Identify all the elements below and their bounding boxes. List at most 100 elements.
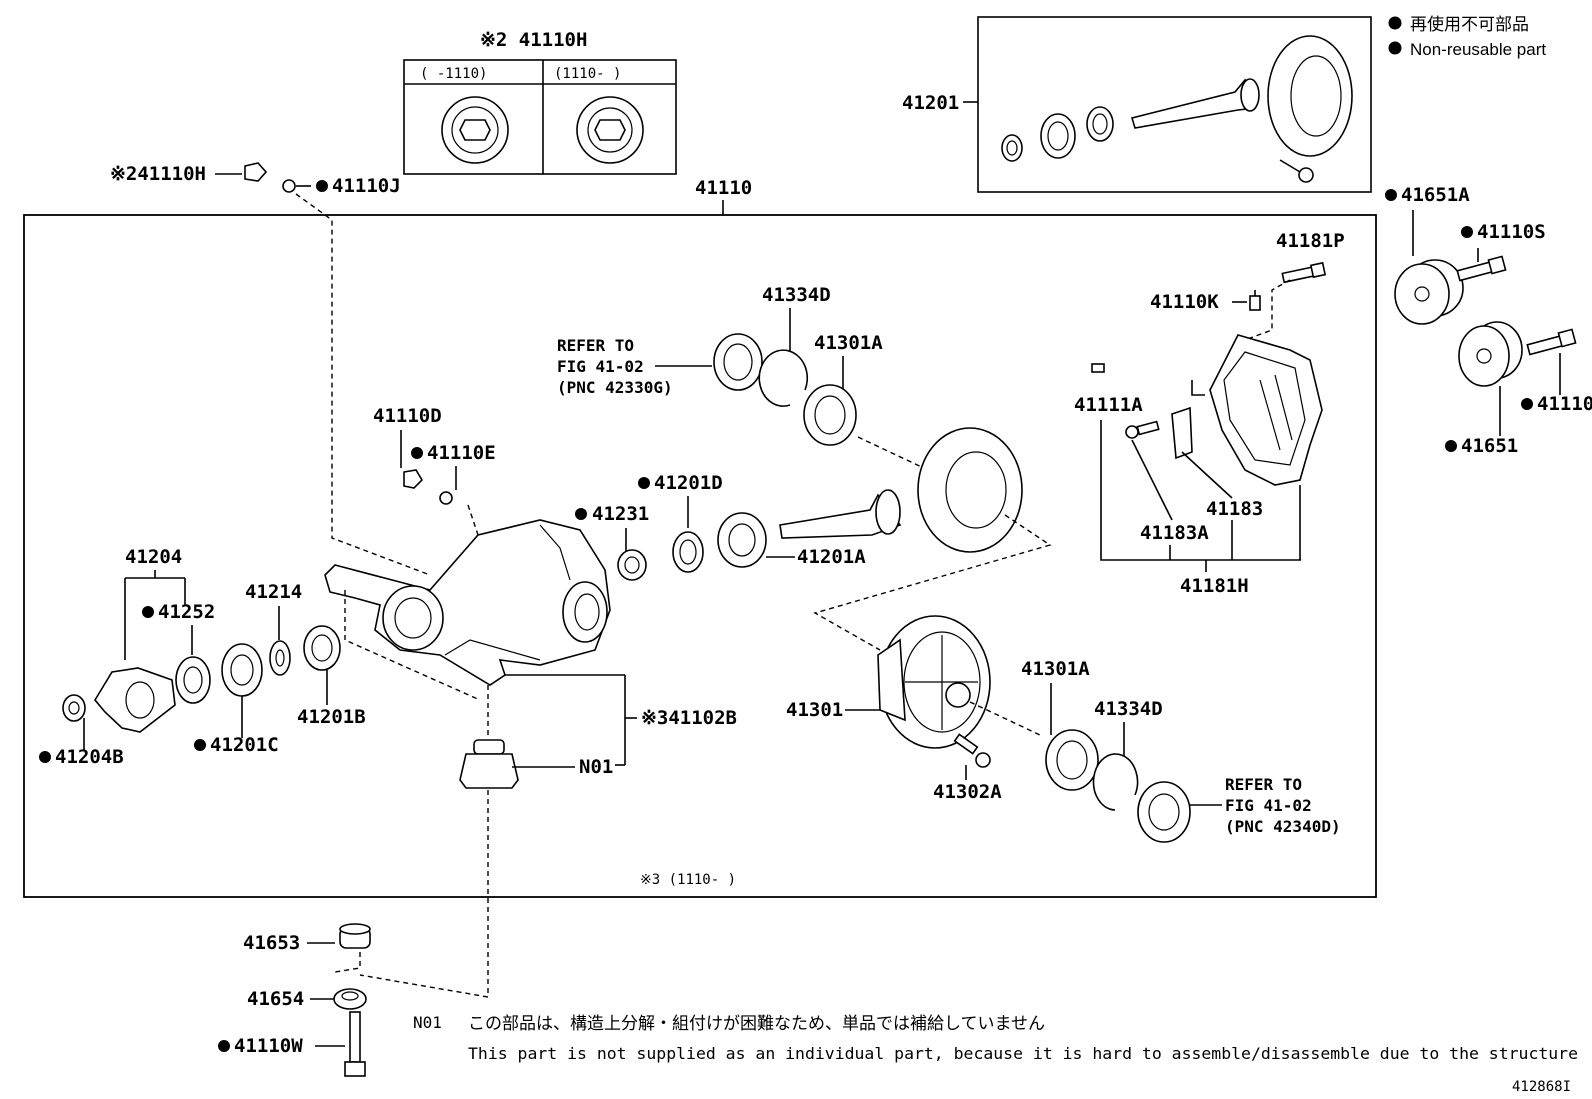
part-label-41102B[interactable]: ※341102B [641, 707, 737, 729]
pinion-shaft-icon [779, 489, 902, 539]
refer-bot-line3: (PNC 42340D) [1225, 817, 1341, 836]
refer-top-line1: REFER TO [557, 336, 634, 355]
assembly-frame [23, 214, 1377, 898]
ring-gear-icon [917, 427, 1023, 553]
plug-41110H-icon [244, 162, 268, 182]
bolt-41110W-icon [344, 1011, 366, 1077]
gasket-41110E-icon [439, 491, 453, 505]
kit-race-icon [1086, 106, 1114, 142]
breather-41110K-icon [1249, 290, 1261, 311]
part-label-41231[interactable]: 41231 [592, 503, 649, 525]
bearing-top-icon [803, 384, 857, 446]
part-label-41252[interactable]: 41252 [158, 601, 215, 623]
part-label-41214[interactable]: 41214 [245, 581, 302, 603]
bolt-41110S-icon [1456, 255, 1507, 282]
nonreusable-dot-icon [316, 180, 328, 192]
seal-41201C-icon [221, 643, 263, 697]
spacer-41201D-icon [672, 531, 704, 573]
part-label-41110E[interactable]: 41110E [427, 442, 496, 464]
kit-pinion-icon [1130, 78, 1260, 129]
part-label-41183A[interactable]: 41183A [1140, 522, 1209, 544]
kit-bearing-icon [1040, 113, 1076, 159]
part-label-41301A-bot[interactable]: 41301A [1021, 658, 1090, 680]
mount-N01-icon [459, 739, 519, 789]
footnote-en: This part is not supplied as an individu… [468, 1044, 1578, 1063]
differential-case-icon [877, 615, 991, 749]
nonreusable-dot-icon [218, 1040, 230, 1052]
part-label-41110W[interactable]: 41110W [234, 1035, 303, 1057]
plug-41111A-icon [1091, 363, 1105, 373]
part-label-41183[interactable]: 41183 [1206, 498, 1263, 520]
nonreusable-dot-icon [638, 477, 650, 489]
snap-ring-top-icon [758, 349, 809, 407]
inset-col1-range: ( -1110) [420, 66, 487, 82]
part-label-41334D-bot[interactable]: 41334D [1094, 698, 1163, 720]
legend-dot-icon [1388, 41, 1402, 55]
kit-ringgear-icon [1267, 35, 1353, 157]
plug-41110D-icon [403, 469, 424, 489]
bolt-41183A-icon [1125, 420, 1160, 439]
gasket-41110J-icon [282, 179, 296, 193]
part-label-N01[interactable]: N01 [579, 756, 613, 778]
part-label-41204B[interactable]: 41204B [55, 746, 124, 768]
part-label-41201C[interactable]: 41201C [210, 734, 279, 756]
part-label-41201D[interactable]: 41201D [654, 472, 723, 494]
cushion-41653-icon [339, 923, 371, 949]
part-label-41110D[interactable]: 41110D [373, 405, 442, 427]
legend-en: Non-reusable part [1410, 40, 1546, 59]
part-label-41334D-top[interactable]: 41334D [762, 284, 831, 306]
part-label-41110J[interactable]: 41110J [332, 175, 401, 197]
nonreusable-dot-icon [411, 447, 423, 459]
part-label-41653[interactable]: 41653 [243, 932, 300, 954]
footnote-jp: この部品は、構造上分解・組付けが困難なため、単品では補給していません [468, 1014, 1045, 1033]
part-label-41302A[interactable]: 41302A [933, 781, 1002, 803]
bolt-41302A-icon [953, 733, 991, 768]
bushing-41651A-icon [1394, 259, 1464, 325]
part-label-41204[interactable]: 41204 [125, 546, 182, 568]
kit-bolt-icon [1279, 159, 1314, 183]
nonreusable-dot-icon [1461, 226, 1473, 238]
part-label-41654[interactable]: 41654 [247, 988, 304, 1010]
oil-seal-bot-icon [1137, 781, 1191, 843]
nonreusable-dot-icon [194, 739, 206, 751]
part-label-41651[interactable]: 41651 [1461, 435, 1518, 457]
cover-41181H-icon [1209, 334, 1323, 486]
nonreusable-dot-icon [575, 508, 587, 520]
nut-41204B-icon [62, 694, 86, 722]
bushing-41651-icon [1458, 321, 1523, 387]
part-label-41110H[interactable]: ※241110H [110, 163, 206, 185]
refer-bot-line1: REFER TO [1225, 775, 1302, 794]
part-label-41301A-top[interactable]: 41301A [814, 332, 883, 354]
part-label-41110[interactable]: 41110 [695, 177, 752, 199]
part-label-41201[interactable]: 41201 [902, 92, 959, 114]
refer-bot-line2: FIG 41-02 [1225, 796, 1312, 815]
seal-41252-icon [175, 656, 211, 704]
washer-41654-icon [333, 988, 367, 1010]
part-label-41651A[interactable]: 41651A [1401, 184, 1470, 206]
part-label-41181P[interactable]: 41181P [1276, 230, 1345, 252]
part-label-41181H[interactable]: 41181H [1180, 575, 1249, 597]
nonreusable-dot-icon [142, 606, 154, 618]
refer-top-line3: (PNC 42330G) [557, 378, 673, 397]
flange-41204-icon [94, 667, 176, 733]
part-label-41110T[interactable]: 41110T [1537, 393, 1592, 415]
part-label-41201A[interactable]: 41201A [797, 546, 866, 568]
part-label-41110H-inset[interactable]: ※2 41110H [480, 29, 587, 51]
nonreusable-dot-icon [1521, 398, 1533, 410]
bearing-41201A-icon [717, 512, 767, 568]
part-label-41301[interactable]: 41301 [786, 699, 843, 721]
part-label-41110K[interactable]: 41110K [1150, 291, 1219, 313]
footnote-code: N01 [413, 1013, 442, 1032]
bolt-41181P-icon [1281, 261, 1327, 284]
part-label-41111A[interactable]: 41111A [1074, 394, 1143, 416]
collar-41231-icon [617, 549, 647, 581]
bearing-bot-icon [1045, 729, 1099, 791]
kit-nut-icon [1001, 134, 1023, 162]
oil-seal-icon [713, 333, 763, 391]
part-label-41201B[interactable]: 41201B [297, 706, 366, 728]
plug-new-icon [576, 96, 644, 164]
part-label-41110S[interactable]: 41110S [1477, 221, 1546, 243]
bracket-41183-icon [1171, 406, 1193, 460]
snap-ring-bot-icon [1092, 753, 1139, 811]
